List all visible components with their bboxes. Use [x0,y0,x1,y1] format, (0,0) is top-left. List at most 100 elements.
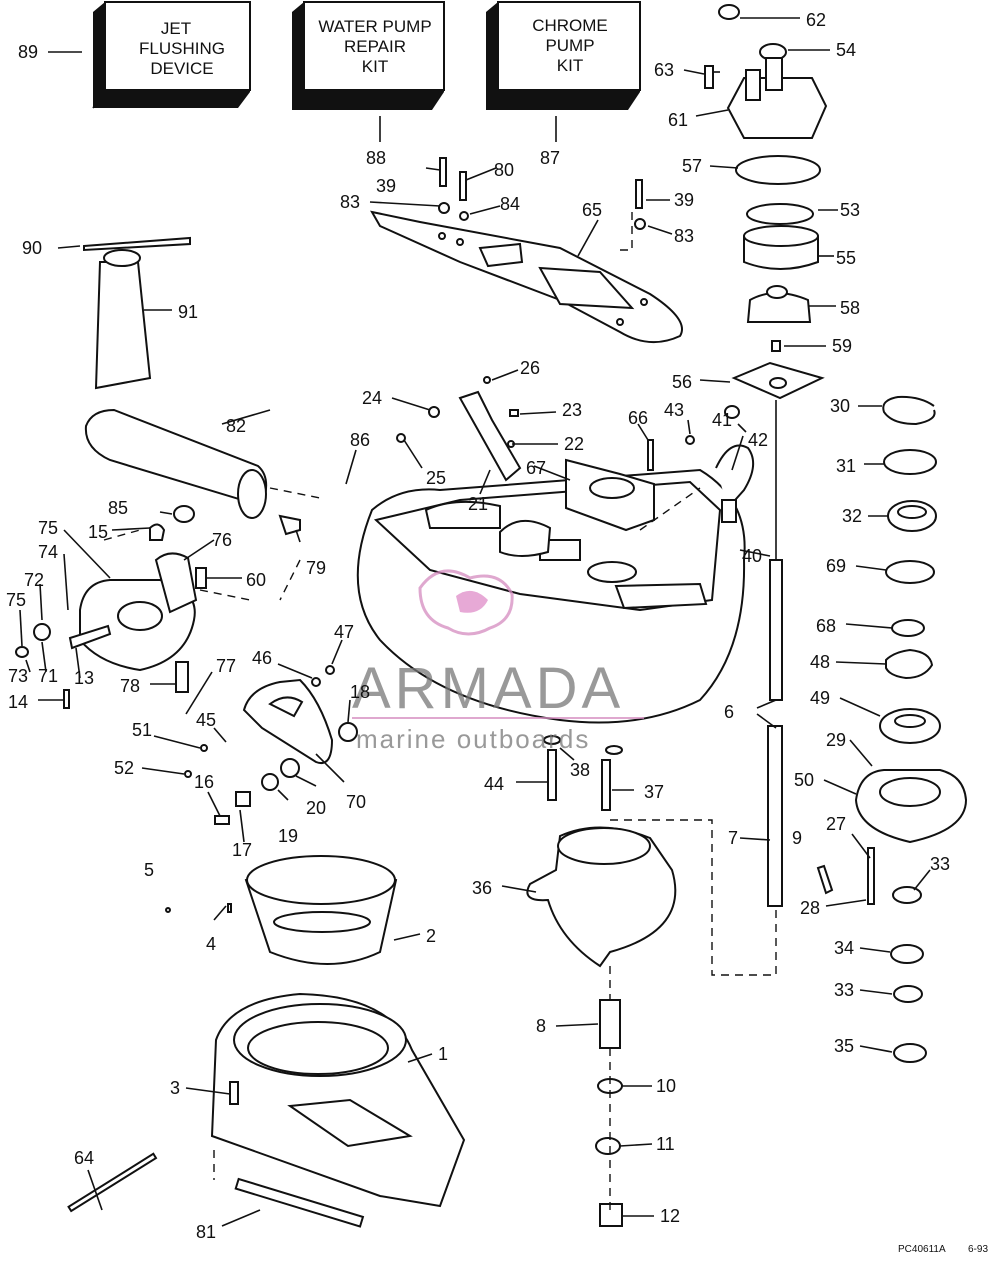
callout-49: 49 [810,688,830,708]
driveshaft [756,400,783,907]
kit-89-line3: DEVICE [150,59,213,78]
callout-17: 17 [232,840,252,860]
callout-39b: 39 [674,190,694,210]
callout-12: 12 [660,1206,680,1226]
kit-87-line2: PUMP [545,36,594,55]
callout-21: 21 [468,494,488,514]
kit-88-line2: REPAIR [344,37,406,56]
callout-37: 37 [644,782,664,802]
intake-body [67,992,466,1228]
housing-block-and-hose [647,405,755,523]
callout-44: 44 [484,774,504,794]
callout-23: 23 [562,400,582,420]
callout-60: 60 [246,570,266,590]
callout-35: 35 [834,1036,854,1056]
callout-74: 74 [38,542,58,562]
watermark-tagline: marine outboards [356,724,590,754]
kit-89-line1: JET [161,19,191,38]
callout-36: 36 [472,878,492,898]
callout-52: 52 [114,758,134,778]
callout-19: 19 [278,826,298,846]
callout-65: 65 [582,200,602,220]
callout-32: 32 [842,506,862,526]
exploded-view-guides [103,210,777,1210]
callout-25: 25 [426,468,446,488]
kit-87-line3: KIT [557,56,583,75]
watermark-brand: ARMADA [352,656,624,721]
nozzle [165,855,398,965]
callout-20: 20 [306,798,326,818]
kit-box-water-pump-repair: WATER PUMP REPAIR KIT [292,1,445,110]
callout-77: 77 [216,656,236,676]
callout-15: 15 [88,522,108,542]
callout-27: 27 [826,814,846,834]
callout-6: 6 [724,702,734,722]
kit-88-line3: KIT [362,57,388,76]
callout-10: 10 [656,1076,676,1096]
callout-18: 18 [350,682,370,702]
callout-64: 64 [74,1148,94,1168]
callout-88: 88 [366,148,386,168]
callout-82: 82 [226,416,246,436]
drawing-code: PC40611A [898,1244,946,1255]
callout-14: 14 [8,692,28,712]
kit-89-line2: FLUSHING [139,39,225,58]
callout-61: 61 [668,110,688,130]
bearing-and-seal-stack [816,395,968,1063]
callout-47: 47 [334,622,354,642]
callout-16: 16 [194,772,214,792]
callout-56: 56 [672,372,692,392]
callout-67: 67 [526,458,546,478]
callout-87: 87 [540,148,560,168]
callout-68: 68 [816,616,836,636]
callout-22: 22 [564,434,584,454]
flush-device [83,236,191,390]
callout-46: 46 [252,648,272,668]
callout-45: 45 [196,710,216,730]
callout-66: 66 [628,408,648,428]
callout-71: 71 [38,666,58,686]
callout-76: 76 [212,530,232,550]
callout-85: 85 [108,498,128,518]
callout-9: 9 [792,828,802,848]
callout-7: 7 [728,828,738,848]
callout-75b: 75 [6,590,26,610]
callout-83b: 83 [674,226,694,246]
callout-51: 51 [132,720,152,740]
callout-63: 63 [654,60,674,80]
callout-58: 58 [840,298,860,318]
callout-55: 55 [836,248,856,268]
kit-88-line1: WATER PUMP [318,17,431,36]
callout-72: 72 [24,570,44,590]
callout-29: 29 [826,730,846,750]
callout-78: 78 [120,676,140,696]
callout-48: 48 [810,652,830,672]
callout-38: 38 [570,760,590,780]
trim-bracket [396,376,522,482]
callout-34: 34 [834,938,854,958]
callout-labels: 89 88 87 62 54 63 61 57 53 55 58 59 56 3… [6,10,950,1242]
callout-42: 42 [748,430,768,450]
intake-grate [370,210,683,344]
callout-73: 73 [8,666,28,686]
callout-28: 28 [800,898,820,918]
leader-lines [19,17,931,1227]
callout-33b: 33 [834,980,854,1000]
shift-plate [184,665,358,825]
steering-linkage [15,505,301,709]
watermark: ARMADA marine outboards [352,569,644,754]
callout-57: 57 [682,156,702,176]
callout-33a: 33 [930,854,950,874]
callout-4: 4 [206,934,216,954]
callout-81: 81 [196,1222,216,1242]
bolts-top [438,157,646,230]
tube [84,408,268,519]
callout-26: 26 [520,358,540,378]
callout-69: 69 [826,556,846,576]
callout-70: 70 [346,792,366,812]
kit-box-jet-flushing: JET FLUSHING DEVICE [92,1,251,109]
callout-3: 3 [170,1078,180,1098]
jet-pump-housing [356,458,746,724]
water-pump-assembly [704,4,828,400]
